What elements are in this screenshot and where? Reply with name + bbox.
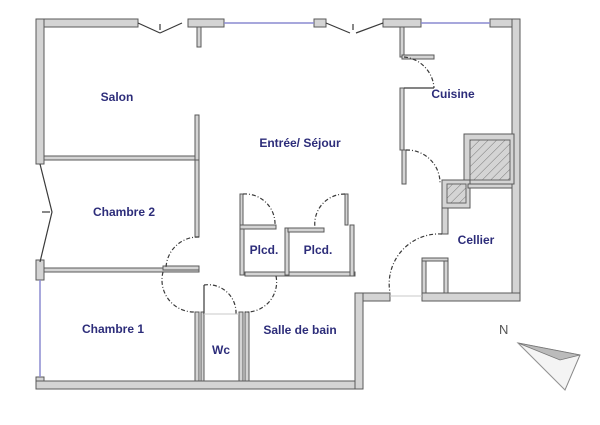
room-label-placard-1: Plcd.	[249, 243, 279, 257]
room-label-cuisine: Cuisine	[431, 87, 475, 101]
exterior-walls	[35, 18, 521, 390]
room-label-chambre-2: Chambre 2	[92, 205, 156, 219]
north-arrow-icon	[516, 342, 581, 391]
doors	[39, 22, 443, 315]
windows	[39, 22, 490, 377]
room-label-placard-2: Plcd.	[303, 243, 333, 257]
room-label-cellier: Cellier	[457, 233, 495, 247]
room-label-entree-sejour: Entrée/ Séjour	[259, 136, 341, 150]
room-label-salle-de-bain: Salle de bain	[263, 323, 337, 337]
north-label: N	[499, 322, 509, 337]
room-label-chambre-1: Chambre 1	[81, 322, 145, 336]
room-label-wc: Wc	[212, 343, 230, 357]
interior-walls	[43, 26, 515, 382]
room-label-salon: Salon	[100, 90, 134, 104]
